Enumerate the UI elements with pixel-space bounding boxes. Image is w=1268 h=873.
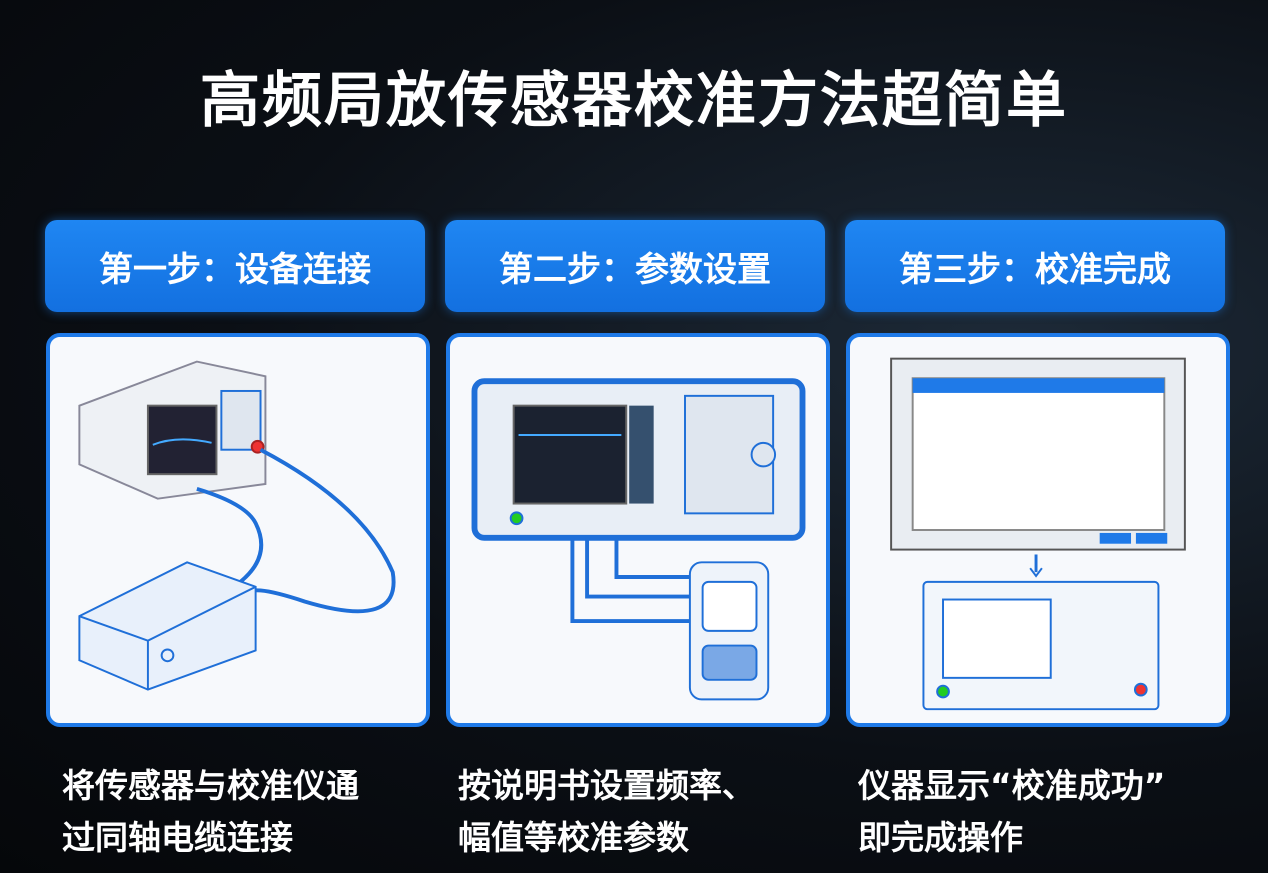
step-1-illustration (46, 333, 430, 727)
step-2-header: 第二步：参数设置 (445, 220, 825, 312)
calibrator-device-icon (78, 360, 267, 500)
step-3-illustration (846, 333, 1230, 727)
caption-line: 即完成操作 (858, 818, 1023, 857)
step-2-caption: 按说明书设置频率、幅值等校准参数 (458, 760, 848, 864)
step-1-header: 第一步：设备连接 (45, 220, 425, 312)
step-3-header: 第三步：校准完成 (845, 220, 1225, 312)
sensor-box-icon (78, 561, 257, 691)
caption-line: 过同轴电缆连接 (62, 818, 293, 857)
step-1-caption: 将传感器与校准仪通过同轴电缆连接 (62, 760, 452, 864)
caption-line: 按说明书设置频率、 (458, 766, 755, 805)
step-2-illustration (446, 333, 830, 727)
page-title: 高频局放传感器校准方法超简单 (200, 66, 1068, 136)
caption-line: 仪器显示“校准成功” (858, 766, 1166, 805)
step-3-caption: 仪器显示“校准成功” 即完成操作 (858, 760, 1248, 864)
caption-line: 将传感器与校准仪通 (62, 766, 359, 805)
caption-line: 幅值等校准参数 (458, 818, 689, 857)
